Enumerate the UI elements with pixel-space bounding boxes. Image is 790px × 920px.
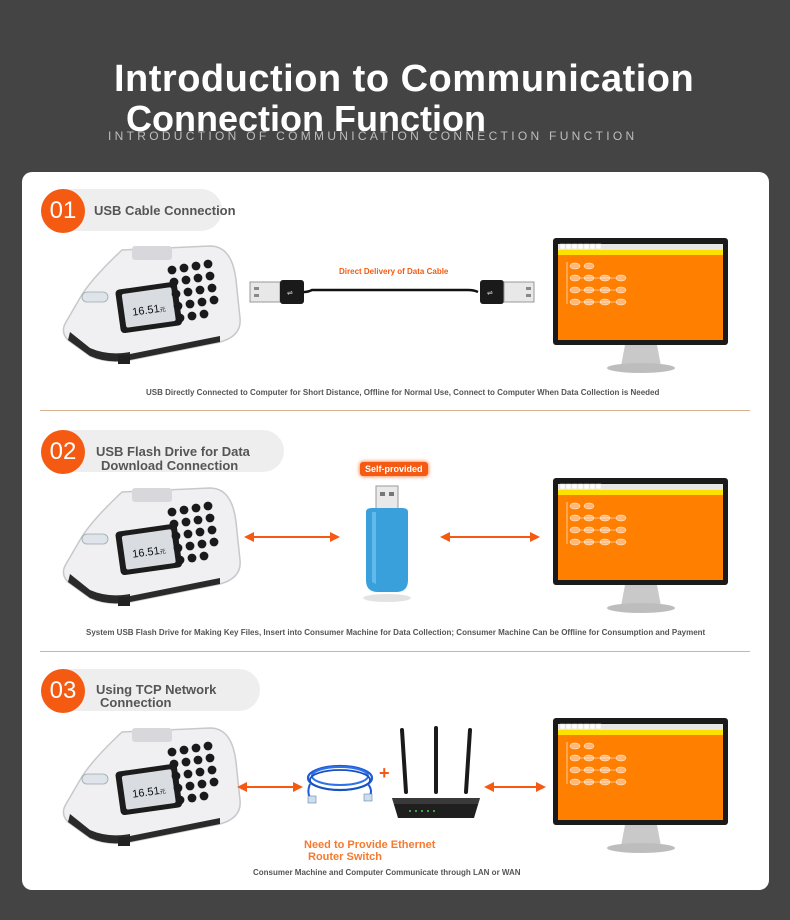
section-01-caption: USB Directly Connected to Computer for S…: [146, 388, 660, 397]
usb-flash-drive-icon: [363, 485, 411, 602]
section-03-number-badge: 03: [41, 669, 85, 713]
double-arrow-icon-3a: [237, 782, 303, 792]
section-02-title-line2: Download Connection: [101, 458, 239, 473]
consumer-machine-device-3: 16.51元: [62, 727, 241, 846]
plus-sign: +: [379, 763, 390, 783]
svg-text:⇌: ⇌: [287, 289, 293, 297]
section-divider-1: [40, 410, 750, 411]
double-arrow-icon-3b: [484, 782, 546, 792]
computer-monitor-2: [553, 478, 728, 613]
device-2-screen-value: 16.51: [132, 545, 161, 561]
device-3-screen-suffix: 元: [159, 788, 166, 796]
router-label-line1: Need to Provide Ethernet: [304, 839, 436, 851]
page-title-line1: Introduction to Communication: [114, 58, 695, 100]
section-03-title-line1: Using TCP Network: [96, 682, 217, 697]
usb-cable-icon: ⇌ ⇌: [249, 280, 535, 304]
svg-text:16.51元: 16.51元: [132, 784, 167, 801]
section-03-title-line2: Connection: [100, 695, 172, 710]
ethernet-cable-icon: [306, 764, 374, 804]
svg-text:16.51元: 16.51元: [132, 544, 167, 561]
page-subtitle: INTRODUCTION OF COMMUNICATION CONNECTION…: [108, 129, 638, 143]
section-01-number-badge: 01: [41, 189, 85, 233]
section-divider-2: [40, 651, 750, 652]
consumer-machine-device-2: 16.51元: [62, 487, 241, 606]
computer-monitor-1: [553, 238, 728, 373]
svg-text:⇌: ⇌: [487, 289, 493, 297]
section-03-caption: Consumer Machine and Computer Communicat…: [253, 868, 521, 877]
usb-cable-label: Direct Delivery of Data Cable: [339, 267, 449, 276]
double-arrow-icon-2a: [244, 532, 340, 542]
device-1-screen-suffix: 元: [159, 306, 166, 314]
section-02-caption: System USB Flash Drive for Making Key Fi…: [86, 628, 706, 637]
section-02-header-pill: [62, 430, 284, 472]
svg-text:16.51元: 16.51元: [132, 302, 167, 319]
section-03-header-pill: [62, 669, 260, 711]
consumer-machine-device-1: 16.51元: [62, 245, 241, 364]
section-02-title-line1: USB Flash Drive for Data: [96, 444, 250, 459]
section-01-header-pill: [62, 189, 222, 231]
router-icon: [392, 726, 480, 818]
device-1-screen-value: 16.51: [132, 303, 161, 319]
section-01-title: USB Cable Connection: [94, 203, 236, 218]
double-arrow-icon-2b: [440, 532, 540, 542]
router-label-line2: Router Switch: [308, 851, 382, 863]
page-title-line2: Connection Function: [126, 98, 486, 139]
section-02-number-badge: 02: [41, 430, 85, 474]
computer-monitor-3: [553, 718, 728, 853]
self-provided-badge: Self-provided: [360, 462, 428, 476]
device-3-screen-value: 16.51: [132, 785, 161, 801]
device-2-screen-suffix: 元: [159, 548, 166, 556]
